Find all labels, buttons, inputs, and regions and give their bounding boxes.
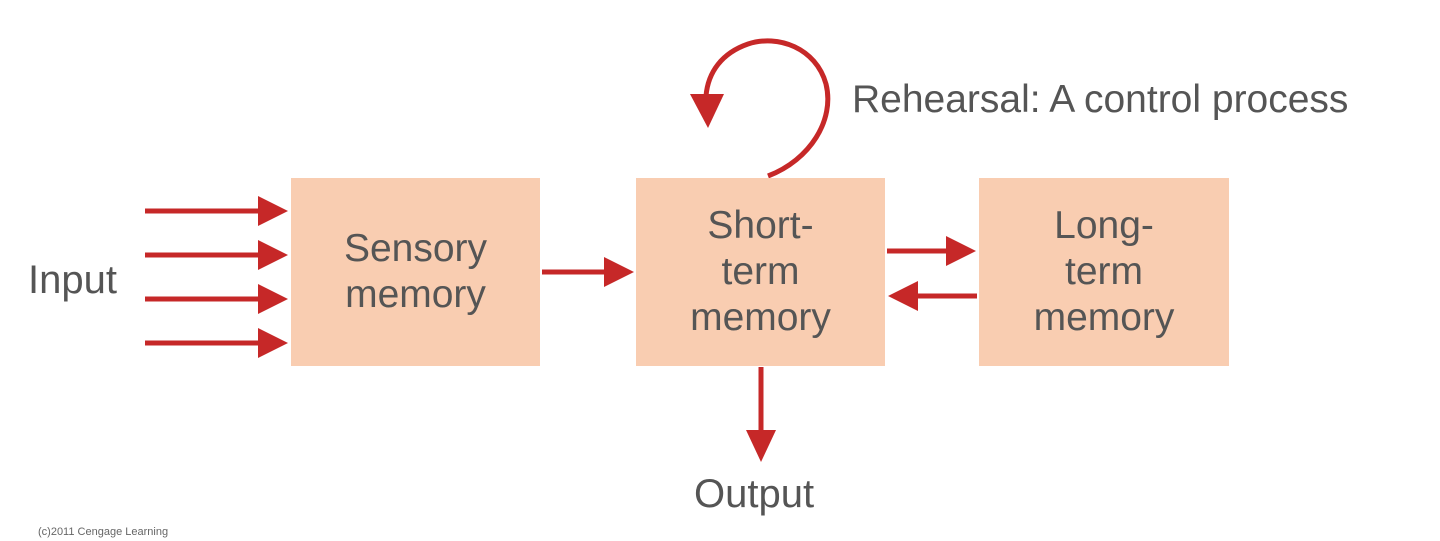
input-arrow-1-head — [258, 196, 288, 226]
rehearsal-loop-arrow-head — [690, 94, 724, 128]
sensory-memory-label-line2: memory — [345, 273, 486, 316]
input-arrow-3-head — [258, 284, 288, 314]
ltm-to-stm-arrow-head — [888, 281, 918, 311]
sensory-memory-box: Sensory memory — [291, 178, 540, 366]
long-term-memory-label-line1: Long- — [1054, 204, 1154, 247]
long-term-memory-label-line3: memory — [1033, 296, 1175, 339]
stm-to-ltm-arrow-head — [946, 236, 976, 266]
short-term-memory-label-line3: memory — [690, 296, 831, 339]
sensory-to-stm-arrow-head — [604, 257, 634, 287]
input-arrows — [145, 196, 288, 358]
stm-to-output-arrow-head — [746, 430, 776, 462]
short-term-memory-label-line1: Short- — [707, 204, 814, 247]
input-label: Input — [28, 258, 117, 302]
long-term-memory-label-line2: term — [1065, 250, 1143, 293]
input-arrow-4-head — [258, 328, 288, 358]
rehearsal-label: Rehearsal: A control process — [852, 78, 1349, 121]
rehearsal-loop-arrow — [703, 38, 831, 179]
short-term-memory-label-line2: term — [721, 250, 800, 293]
copyright-notice: (c)2011 Cengage Learning — [38, 526, 169, 538]
output-label: Output — [694, 472, 815, 516]
short-term-memory-box: Short- term memory — [636, 178, 885, 366]
long-term-memory-box: Long- term memory — [979, 178, 1229, 366]
input-arrow-2-head — [258, 240, 288, 270]
sensory-memory-label-line1: Sensory — [343, 227, 488, 270]
